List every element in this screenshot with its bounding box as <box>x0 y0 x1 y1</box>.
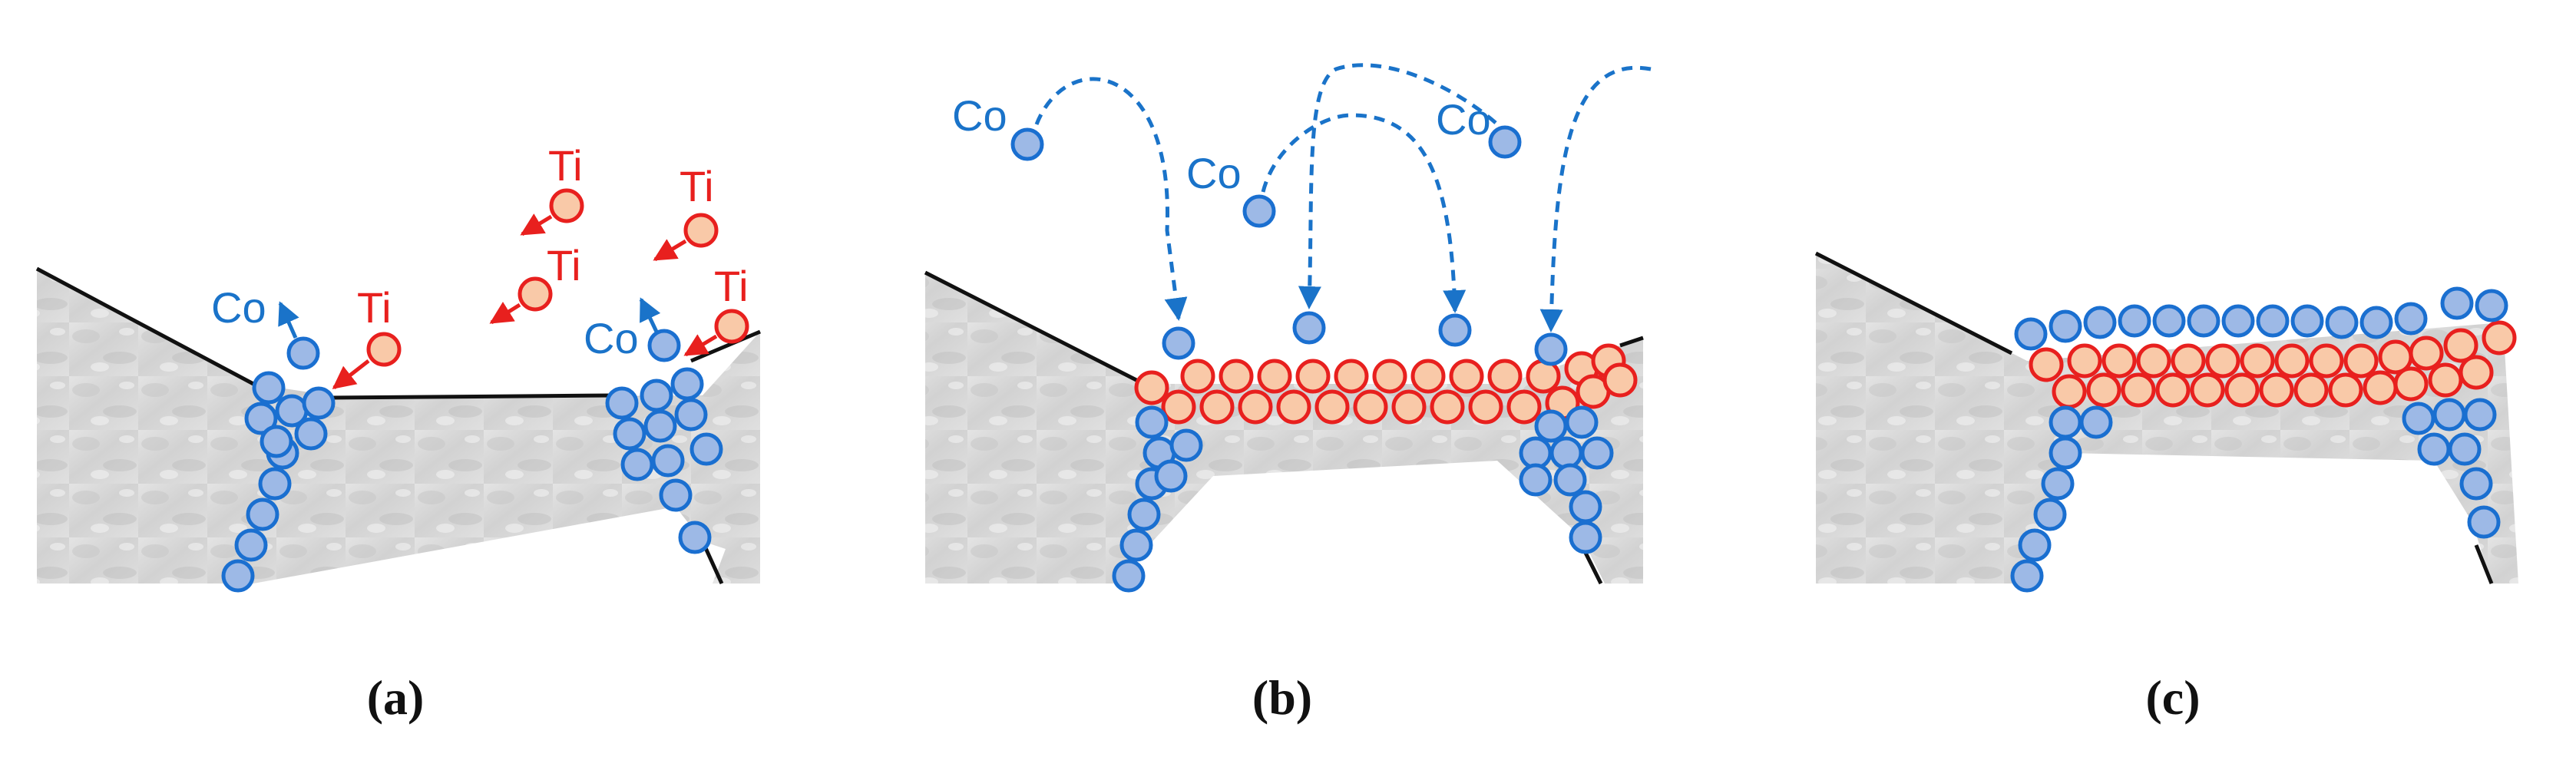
panel-a-cobalt-atoms-left <box>221 336 336 593</box>
panel-c-cobalt-atoms <box>2010 286 2508 593</box>
panel-c-grain-boundaries <box>1814 251 2494 584</box>
panel-b-substrate <box>925 273 1643 584</box>
panel-a-ti-label-4: Ti <box>680 162 714 210</box>
panel-c <box>1814 251 2518 593</box>
panel-b-co-label-2: Co <box>1186 149 1242 197</box>
panel-a-ti-label-1: Ti <box>357 283 392 332</box>
caption-c: (c) <box>2145 670 2200 725</box>
panel-b-co-label-3: Co <box>1436 95 1491 144</box>
panel-a-cobalt-atoms-right <box>605 329 723 554</box>
panel-c-titanium-layer <box>2029 320 2517 409</box>
panel-b: Co Co Co <box>924 63 1652 593</box>
panel-a-co-label-right: Co <box>584 314 639 362</box>
panel-a-ti-label-5: Ti <box>714 262 749 310</box>
panel-a-ti-label-2: Ti <box>548 141 583 190</box>
panel-a-titanium-atoms <box>366 188 749 367</box>
panel-a-substrate <box>37 269 760 584</box>
panel-a: Co Co Ti Ti Ti Ti Ti <box>35 141 761 593</box>
panel-a-migration-arrows <box>278 213 718 389</box>
panel-b-cobalt-trajectories <box>1034 63 1652 332</box>
panel-a-ti-label-3: Ti <box>547 241 581 289</box>
panel-a-co-label-left: Co <box>211 283 266 332</box>
panel-b-titanium-layer <box>1134 343 1638 425</box>
caption-a: (a) <box>367 670 425 725</box>
caption-b: (b) <box>1252 670 1312 725</box>
panel-b-co-label-1: Co <box>952 91 1007 140</box>
panel-b-cobalt-atoms <box>1010 125 1614 593</box>
